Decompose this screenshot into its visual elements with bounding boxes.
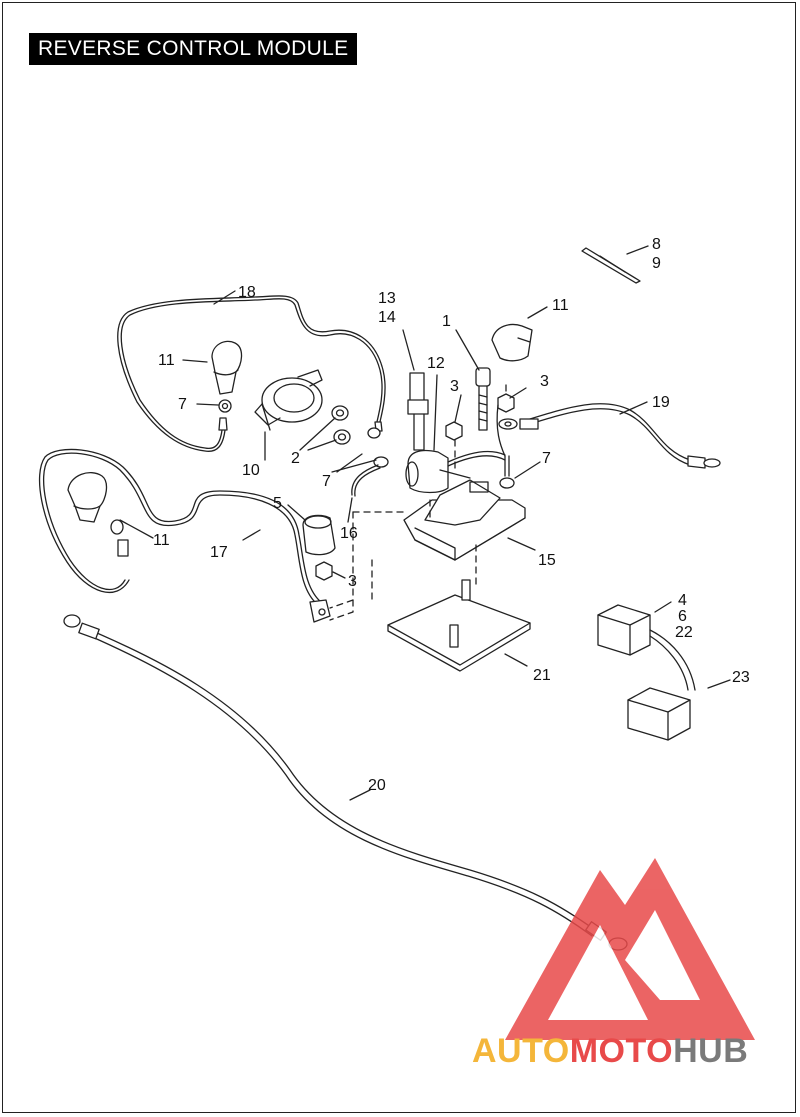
label-5: 5 [273,495,282,512]
nut-3-center [445,421,463,441]
module-23 [627,687,691,741]
label-11-upper-right: 11 [552,297,569,314]
watermark-text: AUTOMOTOHUB [472,1032,748,1071]
label-2: 2 [291,450,300,467]
boot-11-upper-right [491,323,533,362]
label-8: 8 [652,236,661,253]
watermark-part-hub: HUB [673,1032,749,1070]
boot-11-upper-left [211,340,243,395]
label-17: 17 [210,544,228,561]
label-16: 16 [340,525,358,542]
label-14: 14 [378,309,396,326]
clamp-10 [254,369,323,431]
label-7-left: 7 [178,396,187,413]
nut-3-right [497,393,518,430]
label-20: 20 [368,777,386,794]
cable-20 [63,614,628,951]
label-13: 13 [378,290,396,307]
label-9: 9 [652,255,661,272]
page-title: REVERSE CONTROL MODULE [29,33,358,65]
connector-13-14 [407,372,429,451]
label-11-lower-left: 11 [153,532,170,549]
connector-4-6-22 [597,604,696,691]
label-3-center: 3 [450,378,459,395]
watermark-part-auto: AUTO [472,1032,570,1070]
leader-lines [119,245,731,801]
label-19: 19 [652,394,670,411]
plate-21 [387,579,531,672]
module-15 [403,479,526,561]
label-4: 4 [678,592,687,609]
terminal-7-right [496,404,515,489]
cable-18 [117,295,386,452]
cap-5 [302,514,336,556]
terminal-7-middle [351,456,389,497]
label-15: 15 [538,552,556,569]
cable-strap-part [581,247,641,284]
bolt-1 [475,367,491,431]
cable-17 [38,448,331,623]
label-10: 10 [242,462,260,479]
label-21: 21 [533,667,551,684]
label-3-lower: 3 [348,573,357,590]
label-22: 22 [675,624,693,641]
label-11-upper-left: 11 [158,352,175,369]
label-12: 12 [427,355,445,372]
part-labels: 8 9 18 13 14 1 11 11 12 3 3 19 7 10 2 7 … [153,236,750,794]
assembly-guide-lines [329,384,507,621]
solenoid-12 [405,449,506,494]
boot-11-lower-left [67,472,108,523]
watermark-logo [505,858,755,1040]
label-1: 1 [442,313,451,330]
nut-3-lower [315,561,333,581]
label-3-right: 3 [540,373,549,390]
label-7-right: 7 [542,450,551,467]
label-18: 18 [238,284,256,301]
label-6: 6 [678,608,687,625]
watermark-part-moto: MOTO [569,1032,674,1070]
label-23: 23 [732,669,750,686]
label-7-middle: 7 [322,473,331,490]
nuts-2 [331,405,351,445]
